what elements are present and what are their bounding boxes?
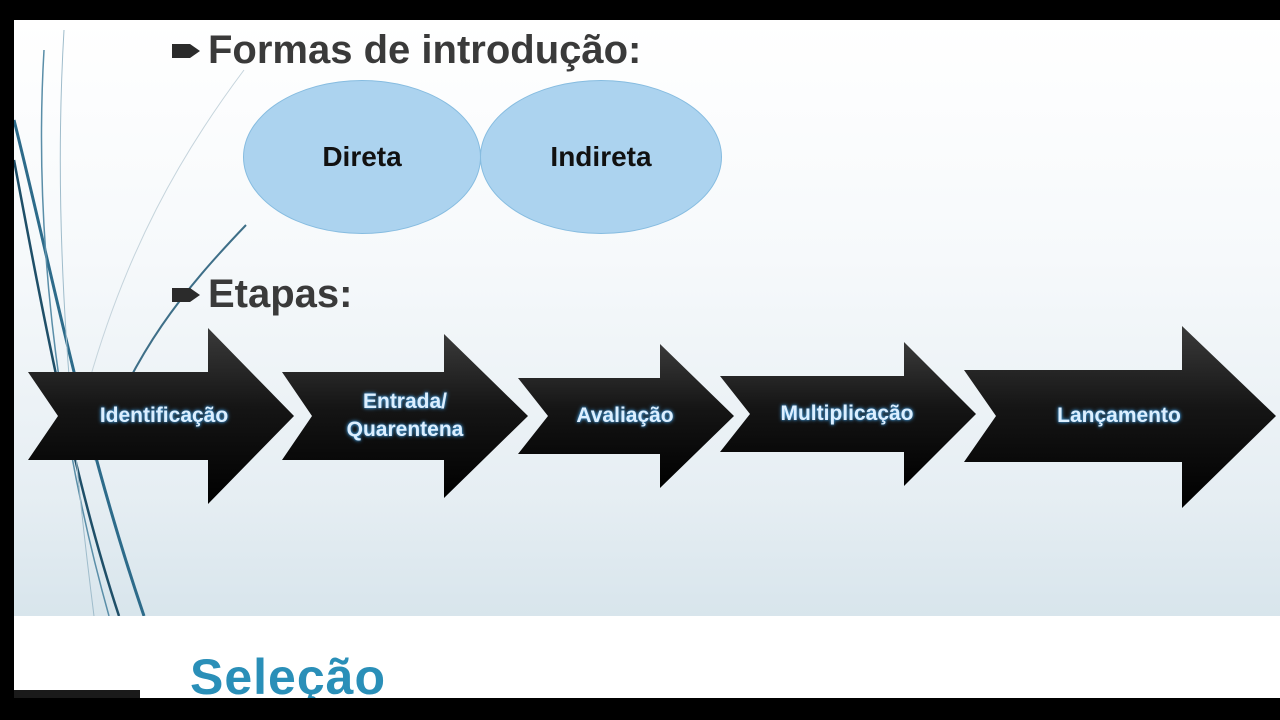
- forms-heading-text: Formas de introdução:: [208, 28, 642, 72]
- form-indirect-label: Indireta: [550, 141, 652, 172]
- step-arrow-entrada: [282, 334, 528, 498]
- slide: Formas de introdução: Direta Indireta Et…: [14, 20, 1280, 698]
- arrow-bullet-icon: [172, 43, 200, 58]
- steps-heading-text: Etapas:: [208, 272, 353, 316]
- step-label-lancamento: Lançamento: [1057, 404, 1181, 427]
- step-label-entrada: Entrada/ Quarentena: [346, 390, 464, 441]
- arrow-bullet-icon: [172, 287, 200, 302]
- step-arrow-identificacao: [28, 328, 294, 504]
- step-arrow-multiplicacao: [720, 342, 976, 486]
- steps-heading: Etapas:: [170, 272, 353, 317]
- form-direct-label: Direta: [322, 141, 402, 172]
- step-arrow-avaliacao: [518, 344, 734, 488]
- steps-arrows: [28, 326, 1276, 508]
- bottom-left-bar: [14, 690, 140, 698]
- footer-title: Seleção: [190, 649, 387, 698]
- step-label-identificacao: Identificação: [99, 404, 229, 427]
- step-label-multiplicacao: Multiplicação: [780, 402, 914, 425]
- step-label-avaliacao: Avaliação: [576, 404, 674, 427]
- forms-heading: Formas de introdução:: [170, 28, 641, 73]
- form-direct: Direta: [243, 80, 481, 234]
- step-arrow-lancamento: [964, 326, 1276, 508]
- form-indirect: Indireta: [480, 80, 722, 234]
- footer-band: [14, 616, 1280, 698]
